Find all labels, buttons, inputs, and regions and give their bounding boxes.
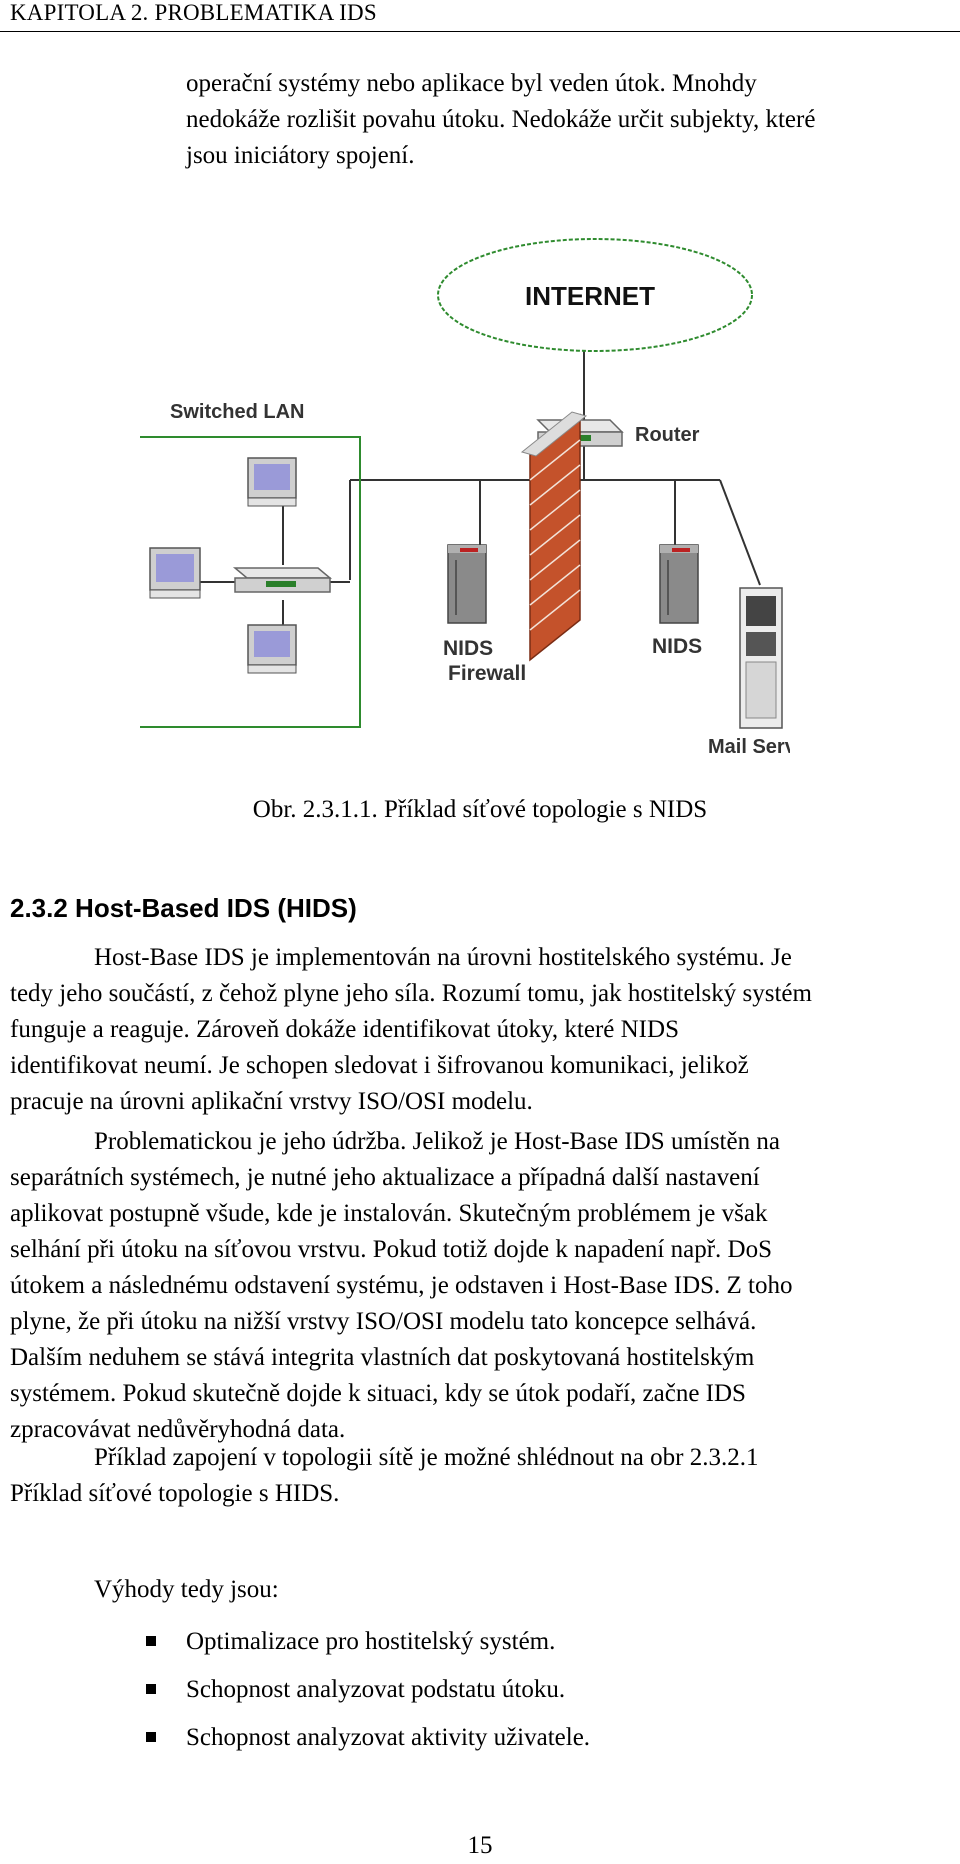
text-line: aplikovat postupně všude, kde je instalo… xyxy=(10,1200,768,1227)
text-line: Příklad zapojení v topologii sítě je mož… xyxy=(94,1444,759,1471)
text-line: nedokáže rozlišit povahu útoku. Nedokáže… xyxy=(186,106,816,133)
nids-server-icon xyxy=(659,544,699,624)
paragraph: Problematickou je jeho údržba. Jelikož j… xyxy=(10,1124,952,1448)
advantages-lead: Výhody tedy jsou: xyxy=(94,1576,279,1603)
computer-icon xyxy=(149,547,201,599)
paragraph: Host-Base IDS je implementován na úrovni… xyxy=(10,940,952,1120)
text-line: jsou iniciátory spojení. xyxy=(186,142,415,169)
firewall-label: Firewall xyxy=(448,662,526,685)
list-item: Optimalizace pro hostitelský systém. xyxy=(146,1624,590,1672)
text-line: identifikovat neumí. Je schopen sledovat… xyxy=(10,1052,749,1079)
mail-server-icon xyxy=(739,587,783,729)
bullet-square-icon xyxy=(146,1732,156,1742)
bullet-square-icon xyxy=(146,1684,156,1694)
list-item-text: Optimalizace pro hostitelský systém. xyxy=(186,1628,556,1655)
running-header: KAPITOLA 2. PROBLEMATIKA IDS xyxy=(10,0,377,25)
network-topology-diagram: INTERNET Router Switched LAN NIDS xyxy=(140,238,790,758)
nids-server-icon xyxy=(447,544,487,624)
computer-icon xyxy=(247,624,297,674)
list-item: Schopnost analyzovat aktivity uživatele. xyxy=(146,1720,590,1768)
list-item-text: Schopnost analyzovat aktivity uživatele. xyxy=(186,1724,591,1751)
firewall-icon xyxy=(520,411,588,662)
paragraph: Příklad zapojení v topologii sítě je mož… xyxy=(10,1440,952,1512)
nids-left-label: NIDS xyxy=(443,637,493,660)
text-line: Dalším neduhem se stává integrita vlastn… xyxy=(10,1344,755,1371)
bullet-square-icon xyxy=(146,1636,156,1646)
list-item: Schopnost analyzovat podstatu útoku. xyxy=(146,1672,590,1720)
figure-caption: Obr. 2.3.1.1. Příklad síťové topologie s… xyxy=(252,796,708,823)
switched-lan-label: Switched LAN xyxy=(170,401,304,423)
text-line: zpracovávat nedůvěryhodná data. xyxy=(10,1416,346,1443)
text-line: selhání při útoku na síťovou vrstvu. Pok… xyxy=(10,1236,772,1263)
advantages-list: Optimalizace pro hostitelský systém. Sch… xyxy=(146,1624,590,1768)
nids-right-label: NIDS xyxy=(652,635,702,658)
text-line: operační systémy nebo aplikace byl veden… xyxy=(186,70,757,97)
internet-label: INTERNET xyxy=(525,281,655,311)
text-line: Problematickou je jeho údržba. Jelikož j… xyxy=(94,1128,780,1155)
switched-lan-box xyxy=(140,436,361,728)
text-line: tedy jeho součástí, z čehož plyne jeho s… xyxy=(10,980,812,1007)
computer-icon xyxy=(247,457,297,507)
switch-icon xyxy=(232,567,333,593)
text-line: systémem. Pokud skutečně dojde k situaci… xyxy=(10,1380,746,1407)
intro-paragraph: operační systémy nebo aplikace byl veden… xyxy=(186,66,952,174)
header-rule xyxy=(0,31,960,32)
text-line: útokem a následnému odstavení systému, j… xyxy=(10,1272,793,1299)
text-line: Příklad síťové topologie s HIDS. xyxy=(10,1480,340,1507)
text-line: Host-Base IDS je implementován na úrovni… xyxy=(94,944,792,971)
text-line: plyne, že při útoku na nižší vrstvy ISO/… xyxy=(10,1308,757,1335)
text-line: pracuje na úrovni aplikační vrstvy ISO/O… xyxy=(10,1088,533,1115)
page-number: 15 xyxy=(467,1832,493,1859)
mail-server-label: Mail Server xyxy=(708,736,790,758)
list-item-text: Schopnost analyzovat podstatu útoku. xyxy=(186,1676,566,1703)
section-heading: 2.3.2 Host-Based IDS (HIDS) xyxy=(10,893,357,923)
text-line: funguje a reaguje. Zároveň dokáže identi… xyxy=(10,1016,679,1043)
router-label: Router xyxy=(635,424,700,446)
internet-cloud xyxy=(437,238,753,352)
text-line: separátních systémech, je nutné jeho akt… xyxy=(10,1164,760,1191)
